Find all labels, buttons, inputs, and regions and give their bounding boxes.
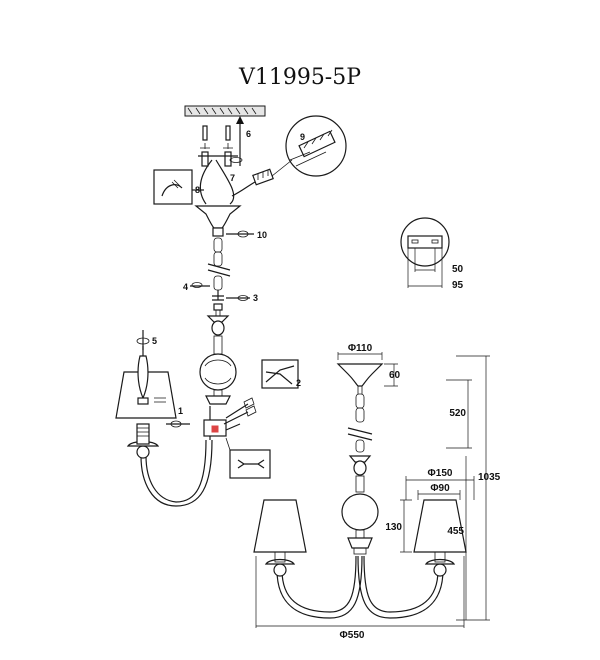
step-2-label: 2 (296, 378, 301, 388)
terminal-detail-circle: 9 (271, 115, 347, 177)
wire-right (215, 159, 235, 205)
terminal-block (252, 168, 274, 186)
total-height: 1035 (478, 472, 501, 483)
step-1-callout: 1 (166, 406, 190, 428)
step-6-label: 6 (246, 129, 251, 139)
canopy (194, 205, 242, 237)
pliers-icon (265, 365, 295, 385)
step-3-label: 3 (253, 293, 258, 303)
pliers-tool-box: 2 (261, 359, 301, 389)
ceiling-mount: 6 7 (184, 105, 266, 183)
screw-anchors (200, 125, 233, 167)
left-arm (126, 423, 213, 507)
canopy-height: 60 (389, 370, 401, 381)
ceiling-plate (184, 105, 266, 117)
body-height: 455 (447, 526, 464, 537)
step-9-label: 9 (300, 132, 305, 142)
step-3-callout: 3 (226, 293, 258, 303)
wrench-tool-box (225, 437, 271, 479)
step-5-callout: 5 (136, 330, 157, 350)
step-8-label: 8 (195, 185, 200, 195)
left-shade (115, 346, 177, 419)
step-1-label: 1 (178, 406, 183, 416)
step-10-label: 10 (257, 230, 267, 240)
shade-bottom-diameter: Φ90 (430, 483, 450, 494)
chain-length: 520 (449, 408, 466, 419)
wire-left (199, 159, 213, 205)
wire-detail-box: 8 (153, 169, 204, 205)
chain (207, 237, 231, 291)
rotate-arrow-icon (191, 282, 203, 288)
step-5-label: 5 (152, 336, 157, 346)
step-10-callout: 10 (226, 230, 267, 240)
center-column (199, 309, 237, 405)
step-4-callout: 4 (183, 282, 210, 292)
bracket-detail: 50 95 (400, 217, 464, 291)
bracket-hole-spacing: 50 (452, 264, 464, 275)
bracket-width: 95 (452, 280, 464, 291)
canopy-diameter: Φ110 (348, 343, 373, 354)
overall-diameter: Φ550 (340, 630, 365, 641)
rotate-arrow-icon (229, 157, 243, 163)
left-lamp-shade (253, 499, 307, 553)
connector-hook (212, 290, 224, 301)
red-marker (211, 425, 219, 433)
shade-top-diameter: Φ150 (428, 468, 453, 479)
dimension-lines: Φ110 60 520 1035 455 130 Φ150 Φ90 Φ550 (255, 343, 501, 641)
wrench-icon (237, 459, 265, 469)
assembled-fixture (253, 363, 467, 619)
step-7-label: 7 (230, 173, 235, 183)
step-4-label: 4 (183, 282, 188, 292)
shade-height: 130 (385, 522, 402, 533)
arm-junction (203, 397, 257, 440)
arm-wires (223, 403, 249, 431)
product-title: V11995-5P (238, 65, 361, 90)
